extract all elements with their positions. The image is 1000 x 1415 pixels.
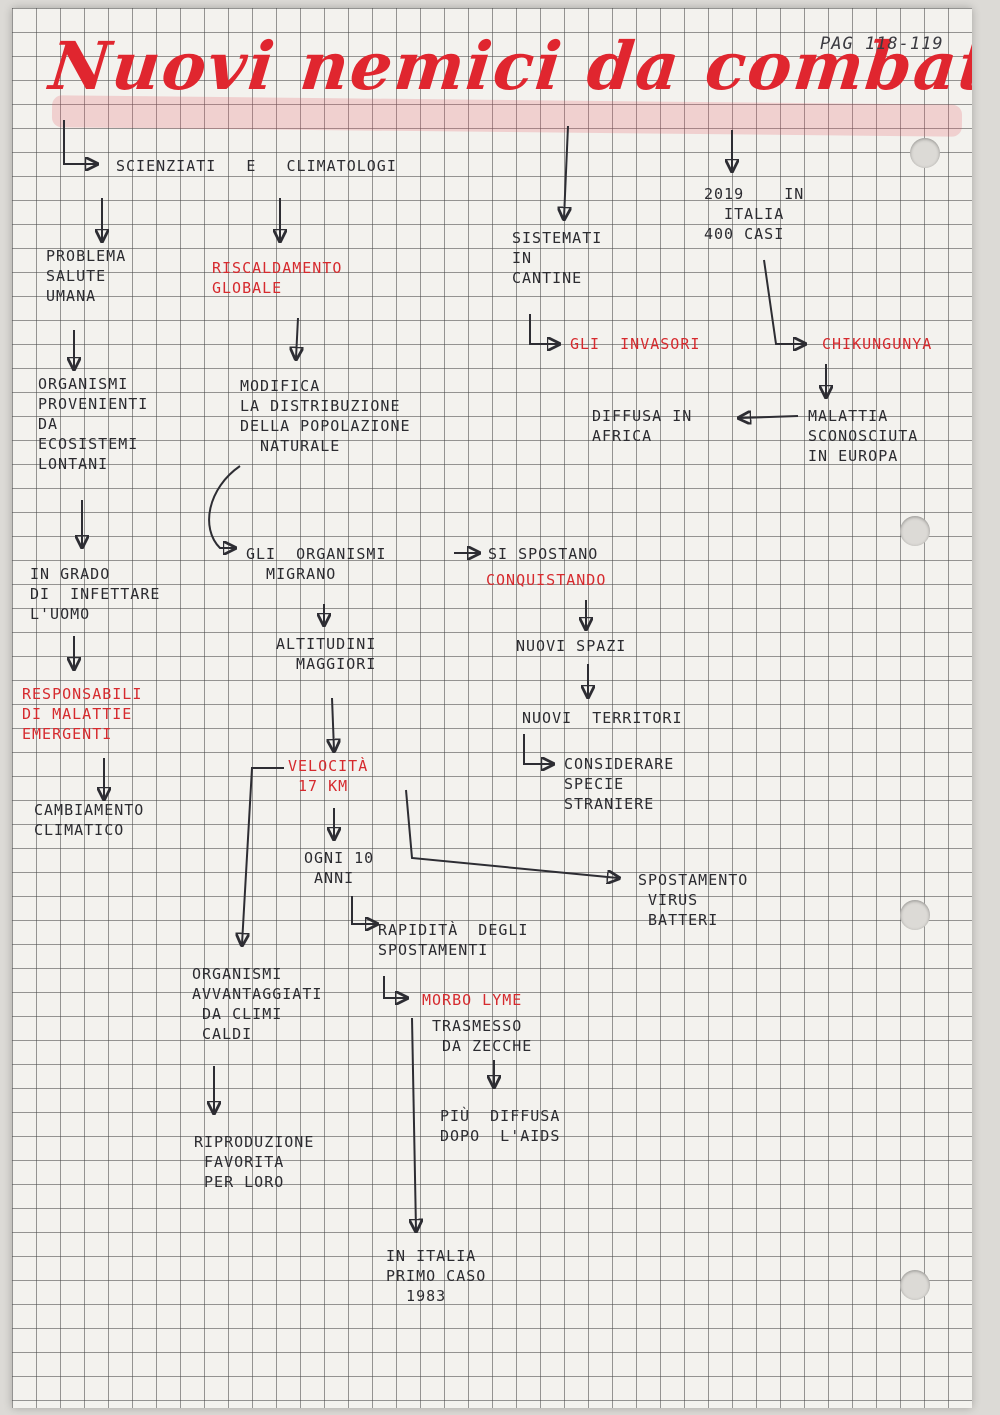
note-considerare: CONSIDERARE SPECIE STRANIERE xyxy=(564,755,675,813)
note-nuovi-territori: NUOVI TERRITORI xyxy=(522,709,683,727)
note-spostamento-virus: SPOSTAMENTO VIRUS BATTERI xyxy=(638,871,749,929)
note-organismi-provenienti: ORGANISMI PROVENIENTI DA ECOSISTEMI LONT… xyxy=(38,375,149,473)
note-responsabili: RESPONSABILI DI MALATTIE EMERGENTI xyxy=(22,685,143,743)
note-cambiamento-climatico: CAMBIAMENTO CLIMATICO xyxy=(34,801,145,839)
note-invasori: GLI INVASORI xyxy=(570,335,701,353)
flow-arrows xyxy=(63,120,972,1408)
binder-hole xyxy=(900,900,930,930)
note-primo-caso: IN ITALIA PRIMO CASO 1983 xyxy=(386,1247,487,1305)
arrow xyxy=(208,465,241,548)
note-trasmesso: TRASMESSO DA ZECCHE xyxy=(432,1017,533,1055)
arrow xyxy=(763,259,804,344)
notebook-page: Nuovi nemici da combattere PAG 118-119 xyxy=(12,8,972,1408)
binder-hole xyxy=(910,138,940,168)
note-nuovi-spazi: NUOVI SPAZI xyxy=(516,637,627,655)
binder-hole xyxy=(900,516,930,546)
note-organismi-migrano: GLI ORGANISMI MIGRANO xyxy=(246,545,387,583)
note-chikungunya: CHIKUNGUNYA xyxy=(822,335,933,353)
arrow xyxy=(405,789,618,878)
note-modifica: MODIFICA LA DISTRIBUZIONE DELLA POPOLAZI… xyxy=(240,377,411,455)
arrow xyxy=(351,896,376,924)
arrow xyxy=(564,125,568,218)
note-sistemati: SISTEMATI IN CANTINE xyxy=(512,229,603,287)
arrow xyxy=(523,734,552,764)
note-piu-diffusa: PIÙ DIFFUSA DOPO L'AIDS xyxy=(440,1107,561,1145)
arrow xyxy=(63,120,96,164)
arrow xyxy=(383,976,406,998)
arrow xyxy=(412,1017,416,1230)
note-infettare: IN GRADO DI INFETTARE L'UOMO xyxy=(30,565,161,623)
note-problema-salute: PROBLEMA SALUTE UMANA xyxy=(46,247,127,305)
note-morbo-lyme: MORBO LYME xyxy=(422,991,523,1009)
note-rapidita: RAPIDITÀ DEGLI SPOSTAMENTI xyxy=(378,921,529,959)
note-riproduzione: RIPRODUZIONE FAVORITA PER LORO xyxy=(194,1133,315,1191)
page-reference: PAG 118-119 xyxy=(820,34,944,54)
note-altitudini: ALTITUDINI MAGGIORI xyxy=(276,635,377,673)
note-italia-2019: 2019 IN ITALIA 400 CASI xyxy=(704,185,805,243)
note-si-spostano: SI SPOSTANO xyxy=(488,545,599,563)
arrow xyxy=(529,314,558,344)
binder-hole xyxy=(900,1270,930,1300)
note-velocita: VELOCITÀ 17 km xyxy=(288,757,369,795)
note-riscaldamento-globale: RISCALDAMENTO GLOBALE xyxy=(212,259,343,297)
arrow xyxy=(740,416,799,418)
note-ogni-10-anni: OGNI 10 ANNI xyxy=(304,849,375,887)
arrow xyxy=(242,767,284,944)
note-organismi-avvantaggiati: ORGANISMI AVVANTAGGIATI DA CLIMI CALDI xyxy=(192,965,323,1043)
arrow xyxy=(332,697,334,750)
note-diffusa-africa: DIFFUSA IN AFRICA xyxy=(592,407,693,445)
note-conquistando: CONQUISTANDO xyxy=(486,571,607,589)
note-scienziati: SCIENZIATI E CLIMATOLOGI xyxy=(116,157,397,175)
note-malattia-sconosciuta: MALATTIA SCONOSCIUTA IN EUROPA xyxy=(808,407,919,465)
arrow xyxy=(296,317,298,358)
